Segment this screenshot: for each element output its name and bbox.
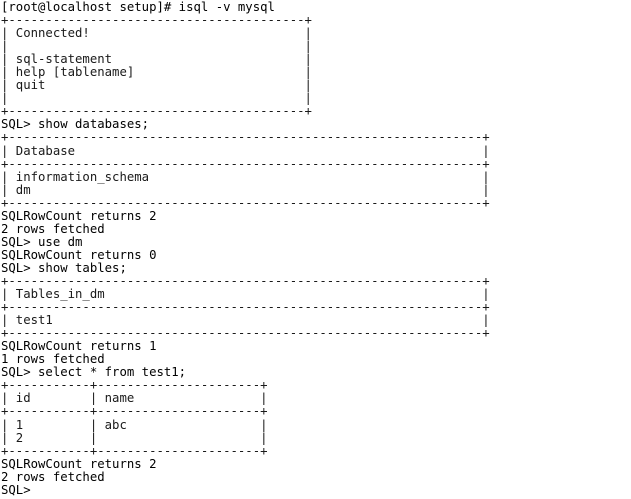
table-row: | quit | [1, 78, 312, 93]
table-rule: +-----------+----------------------+ [1, 404, 268, 419]
table-row: | Database | [1, 143, 490, 158]
table-row: | test1 | [1, 313, 490, 328]
fetched-message: 2 rows fetched [1, 469, 105, 484]
table-rule: +---------------------------------------… [1, 326, 490, 341]
sql-prompt-line: SQL> use dm [1, 234, 83, 249]
rowcount-message: SQLRowCount returns 0 [1, 247, 157, 262]
table-row: | information_schema | [1, 169, 490, 184]
table-rule: +-----------+----------------------+ [1, 378, 268, 393]
table-rule: +---------------------------------------… [1, 273, 490, 288]
table-rule: +---------------------------------------… [1, 104, 312, 119]
fetched-message: 2 rows fetched [1, 221, 105, 236]
table-rule: +-----------+----------------------+ [1, 443, 268, 458]
table-rule: +---------------------------------------… [1, 156, 490, 171]
sql-prompt-line: SQL> show databases; [1, 117, 150, 132]
shell-prompt-line: [root@localhost setup]# isql -v mysql [1, 0, 275, 14]
table-row: | | [1, 39, 312, 54]
table-row: | id | name | [1, 391, 268, 406]
sql-prompt-line: SQL> [1, 482, 31, 497]
rowcount-message: SQLRowCount returns 2 [1, 456, 157, 471]
rowcount-message: SQLRowCount returns 2 [1, 208, 157, 223]
table-row: | dm | [1, 182, 490, 197]
table-rule: +---------------------------------------… [1, 130, 490, 145]
table-row: | sql-statement | [1, 52, 312, 67]
table-row: | Connected! | [1, 26, 312, 41]
table-row: | | [1, 91, 312, 106]
fetched-message: 1 rows fetched [1, 352, 105, 367]
sql-prompt-line: SQL> show tables; [1, 260, 127, 275]
table-rule: +---------------------------------------… [1, 13, 312, 28]
table-rule: +---------------------------------------… [1, 300, 490, 315]
table-row: | help [tablename] | [1, 65, 312, 80]
table-row: | 1 | abc | [1, 417, 268, 432]
sql-prompt-line: SQL> select * from test1; [1, 365, 187, 380]
table-row: | 2 | | [1, 430, 268, 445]
rowcount-message: SQLRowCount returns 1 [1, 339, 157, 354]
table-row: | Tables_in_dm | [1, 287, 490, 302]
table-rule: +---------------------------------------… [1, 195, 490, 210]
